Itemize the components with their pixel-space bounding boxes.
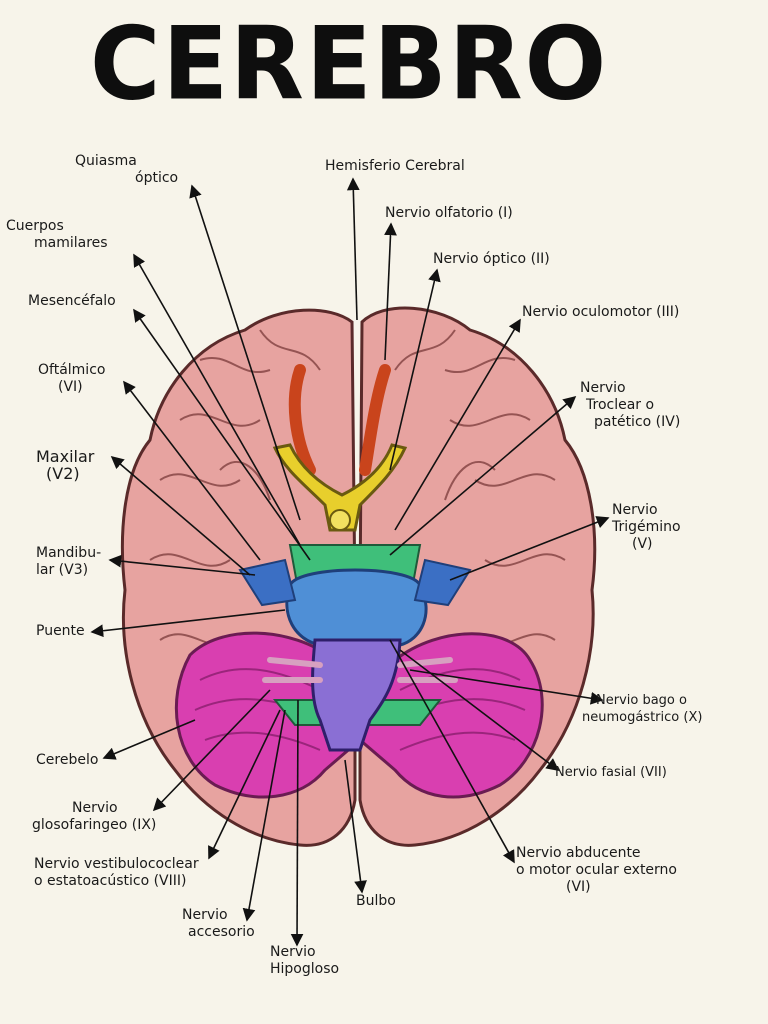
label-cuerpos-mamilares: Cuerpos mamilares — [6, 218, 108, 252]
gyri-texture — [149, 329, 566, 647]
label-nervio-olfatorio: Nervio olfatorio (I) — [385, 205, 513, 222]
label-line: Nervio — [612, 502, 658, 518]
label-line: Mandibu- — [36, 545, 102, 561]
label-mandibular: Mandibu- lar (V3) — [36, 545, 101, 579]
right-olfactory-tract — [359, 364, 391, 476]
label-maxilar: Maxilar (V2) — [36, 448, 94, 482]
label-line: Hemisferio Cerebral — [325, 158, 465, 174]
label-line: Nervio — [270, 944, 316, 960]
label-nervio-abducente: Nervio abducente o motor ocular externo … — [516, 845, 677, 896]
label-vestibulococlear: Nervio vestibulococlear o estatoacústico… — [34, 856, 199, 890]
label-line: lar (V3) — [36, 562, 89, 578]
label-line: Troclear o — [586, 397, 655, 413]
label-nervio-vago: Nervio bago o neumogástrico (X) — [582, 692, 702, 726]
label-line: Hipogloso — [270, 961, 340, 977]
label-quiasma-optico: Quiasma óptico — [75, 153, 178, 187]
pointer-lines — [90, 177, 610, 947]
label-line: (VI) — [566, 879, 591, 895]
label-puente: Puente — [36, 623, 85, 640]
label-glosofaringeo: Nervio glosofaringeo (IX) — [32, 800, 156, 834]
label-line: Nervio óptico (II) — [433, 251, 550, 267]
label-line: Nervio abducente — [516, 845, 641, 861]
label-line: Nervio — [580, 380, 626, 396]
page-title: CEREBRO — [90, 5, 609, 123]
label-line: Quiasma — [75, 153, 137, 169]
label-line: Cuerpos — [6, 218, 64, 234]
mammillary-body — [329, 509, 351, 531]
label-mesencefalo: Mesencéfalo — [28, 293, 116, 310]
label-accesorio: Nervio accesorio — [182, 907, 255, 941]
label-bulbo: Bulbo — [356, 893, 396, 910]
label-hemisferio-cerebral: Hemisferio Cerebral — [325, 158, 465, 175]
label-line: Nervio — [182, 907, 228, 923]
left-olfactory-tract — [288, 364, 316, 476]
label-nervio-facial: Nervio fasial (VII) — [555, 764, 667, 781]
label-line: (V) — [632, 536, 653, 552]
label-line: glosofaringeo (IX) — [32, 817, 157, 833]
label-oftalmico: Oftálmico (VI) — [38, 362, 105, 396]
medulla-nerve-roots — [262, 657, 458, 683]
label-line: Nervio olfatorio (I) — [385, 205, 513, 221]
label-line: Trigémino — [612, 519, 681, 535]
label-line: patético (IV) — [594, 414, 681, 430]
label-cerebelo: Cerebelo — [36, 752, 98, 769]
label-line: o estatoacústico (VIII) — [34, 873, 187, 889]
label-line: o motor ocular externo — [516, 862, 677, 878]
label-line: Nervio oculomotor (III) — [522, 304, 680, 320]
label-line: (VI) — [58, 379, 83, 395]
label-line: óptico — [135, 170, 179, 186]
medulla — [311, 638, 402, 752]
label-nervio-oculomotor: Nervio oculomotor (III) — [522, 304, 679, 321]
label-line: Mesencéfalo — [28, 293, 116, 309]
label-nervio-troclear: Nervio Troclear o patético (IV) — [580, 380, 680, 431]
label-line: Oftálmico — [38, 362, 106, 378]
label-nervio-trigemino: Nervio Trigémino (V) — [612, 502, 681, 553]
pons — [285, 568, 428, 647]
label-hipogloso: Nervio Hipogloso — [270, 944, 339, 978]
label-line: mamilares — [34, 235, 108, 251]
label-line: neumogástrico (X) — [582, 710, 703, 725]
label-line: Nervio bago o — [596, 693, 687, 708]
label-line: (V2) — [46, 464, 80, 483]
label-nervio-optico: Nervio óptico (II) — [433, 251, 550, 268]
label-line: accesorio — [188, 924, 255, 940]
label-line: Cerebelo — [36, 752, 99, 768]
label-line: Bulbo — [356, 893, 396, 909]
left-trigeminal-root — [238, 558, 297, 607]
label-line: Puente — [36, 623, 85, 639]
label-line: Nervio vestibulococlear — [34, 856, 199, 872]
label-line: Nervio — [72, 800, 118, 816]
label-line: Maxilar — [36, 447, 95, 466]
label-line: Nervio fasial (VII) — [555, 765, 667, 780]
right-trigeminal-root — [413, 558, 472, 607]
